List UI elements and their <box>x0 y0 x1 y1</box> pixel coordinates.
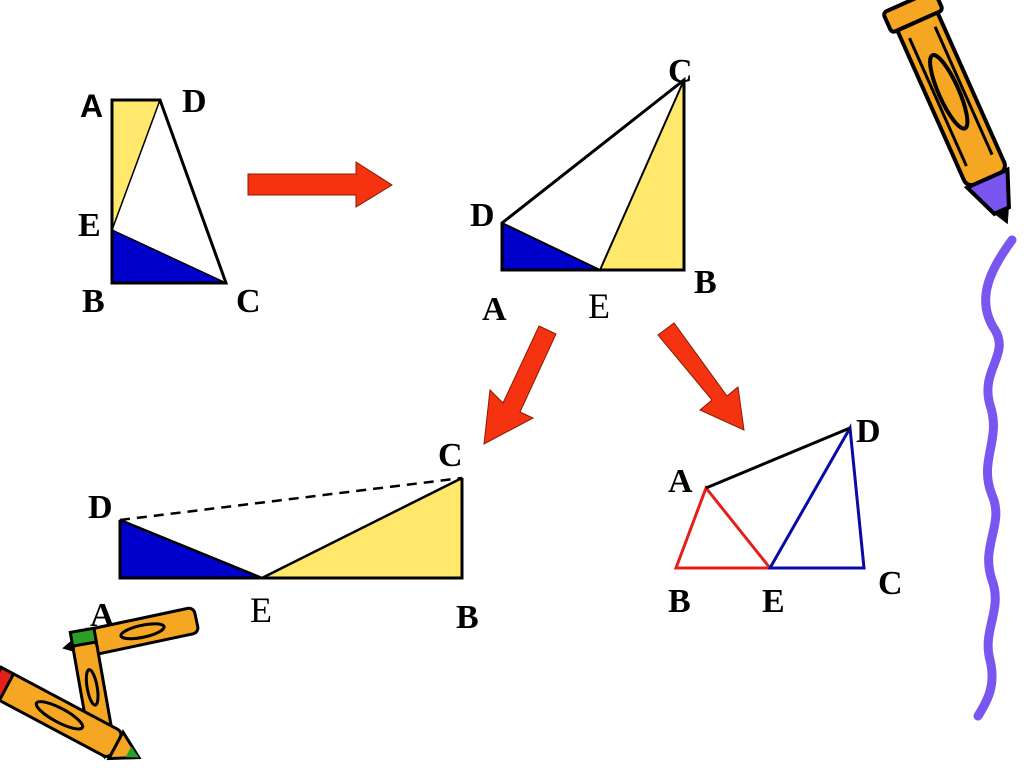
fig2-segment-ec <box>599 79 685 271</box>
fig2-trapezoid-outline <box>500 76 686 272</box>
figure-2: C D A E B <box>470 53 717 328</box>
fig2-segment-de <box>501 222 601 271</box>
fig4-label-c: C <box>878 565 903 602</box>
fig4-label-b: B <box>668 583 691 620</box>
fig3-label-d: D <box>88 489 113 526</box>
fig2-label-d: D <box>470 197 495 234</box>
fig4-label-a: A <box>668 463 693 500</box>
pencil-icon <box>882 0 1011 225</box>
fig2-label-e: E <box>588 286 610 326</box>
fig2-label-a: A <box>482 291 507 328</box>
fig4-segment-ad <box>705 426 851 490</box>
figure-1: A D E B C <box>78 83 261 320</box>
fig2-label-c: C <box>668 53 693 90</box>
fig1-label-d: D <box>182 83 207 120</box>
figure-4: D A B E C <box>668 413 903 620</box>
fig2-label-b: B <box>694 264 717 301</box>
fig4-blue-triangle <box>767 423 866 570</box>
squiggle-line <box>973 235 1017 721</box>
down-right-arrow <box>657 322 745 431</box>
down-left-arrow <box>483 325 557 445</box>
fig1-segment-ec <box>111 229 227 284</box>
fig1-label-b: B <box>82 283 105 320</box>
fig3-label-e: E <box>250 590 272 630</box>
fig3-outline <box>118 478 464 580</box>
right-arrow <box>247 161 393 208</box>
fig3-dashed-segment-dc <box>119 476 463 522</box>
fig3-label-b: B <box>456 599 479 636</box>
crossed-pencils-icon <box>0 606 200 761</box>
fig4-red-triangle <box>673 485 774 570</box>
fig1-label-c: C <box>236 283 261 320</box>
fig3-segment-de <box>119 518 263 580</box>
fig3-segment-ec <box>261 476 463 580</box>
fig3-label-c: C <box>438 437 463 474</box>
fig1-label-e: E <box>78 207 101 244</box>
fig1-label-a: A <box>80 88 103 124</box>
fig1-segment-de <box>111 99 161 231</box>
fig4-label-e: E <box>762 583 785 620</box>
fig4-label-d: D <box>856 413 881 450</box>
figure-3: C D A E B <box>88 437 479 636</box>
